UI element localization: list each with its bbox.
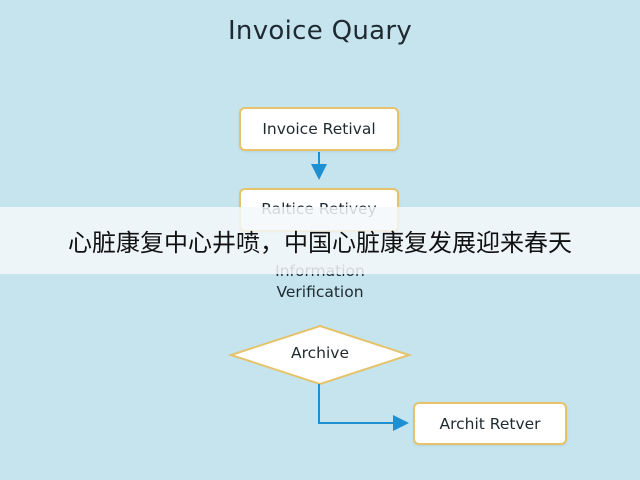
node-archit-retver: Archit Retver xyxy=(413,402,567,445)
node-invoice-retival-label: Invoice Retival xyxy=(262,120,376,138)
node-invoice-retival: Invoice Retival xyxy=(239,107,399,151)
node-verification-label: Verification xyxy=(276,283,364,301)
node-archit-retver-label: Archit Retver xyxy=(439,414,541,433)
overlay-banner: 心脏康复中心井喷，中国心脏康复发展迎来春天 xyxy=(0,207,640,274)
overlay-banner-text: 心脏康复中心井喷，中国心脏康复发展迎来春天 xyxy=(68,229,572,257)
diagram-title: Invoice Quary xyxy=(227,16,413,46)
arrow-archive-to-retver xyxy=(318,384,409,431)
node-archive-label: Archive xyxy=(291,344,349,362)
